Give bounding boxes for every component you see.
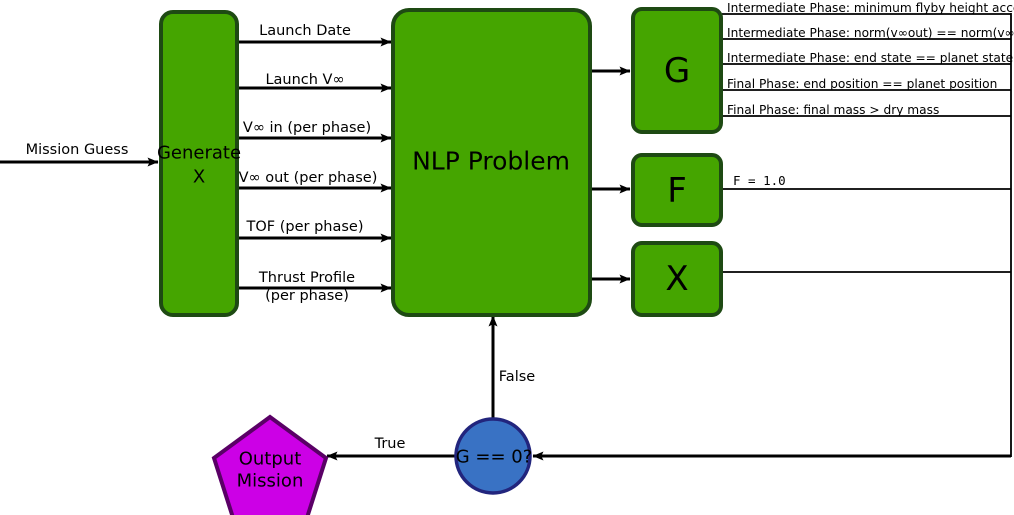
output-mission-shape[interactable]: [211, 414, 329, 515]
node-shapes: [159, 7, 723, 515]
edge-label-thrust-profile-line1: Thrust Profile: [258, 270, 356, 286]
nlp-problem-shape[interactable]: [391, 8, 592, 317]
edge-label-vinf-out: V∞ out (per phase): [238, 170, 378, 186]
f-box-label: F: [667, 171, 687, 211]
constraint-label-3: Intermediate Phase: end state == planet …: [727, 51, 1014, 65]
nlp-problem-label: NLP Problem: [412, 146, 570, 176]
constraint-label-2: Intermediate Phase: norm(v∞out) == norm(…: [727, 26, 1014, 40]
f-box-shape[interactable]: [631, 153, 723, 227]
mission-guess-label: Mission Guess: [25, 142, 129, 158]
edge-label-launch-vinf: Launch V∞: [265, 72, 345, 88]
g-box-label: G: [663, 51, 691, 91]
constraint-label-1: Intermediate Phase: minimum flyby height…: [727, 1, 1014, 15]
edge-label-vinf-in: V∞ in (per phase): [242, 120, 372, 136]
generate-x-label-line2: X: [192, 166, 206, 188]
output-mission-label-line2: Mission: [236, 470, 304, 492]
generate-x-label-line1: Generate: [156, 142, 242, 164]
x-box-shape[interactable]: [631, 241, 723, 317]
output-mission-label-line1: Output: [238, 448, 302, 470]
decision-circle-shape[interactable]: [454, 417, 532, 495]
edge-label-false: False: [498, 369, 536, 385]
constraint-label-4: Final Phase: end position == planet posi…: [727, 77, 998, 91]
decision-label: G == 0?: [455, 446, 533, 468]
edge-label-thrust-profile-line2: (per phase): [265, 288, 349, 304]
constraint-label-5: Final Phase: final mass > dry mass: [727, 103, 940, 117]
generate-x-shape[interactable]: [159, 10, 239, 317]
objective-label: F = 1.0: [733, 173, 786, 188]
x-box-label: X: [665, 259, 689, 299]
g-box-shape[interactable]: [631, 7, 723, 134]
connectors: [0, 13, 1012, 461]
edge-label-tof: TOF (per phase): [246, 219, 364, 235]
edge-label-true: True: [374, 436, 406, 452]
edge-label-launch-date: Launch Date: [259, 23, 351, 39]
